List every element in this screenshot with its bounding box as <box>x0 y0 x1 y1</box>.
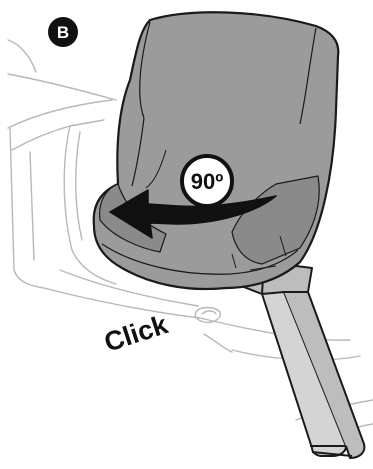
seat-shell <box>94 12 339 289</box>
child-car-seat <box>94 12 339 289</box>
step-badge-label: B <box>57 23 69 42</box>
angle-badge: 90º <box>182 156 232 206</box>
click-label: Click <box>101 309 173 358</box>
angle-label: 90º <box>191 169 224 194</box>
support-leg <box>236 262 364 458</box>
step-badge: B <box>48 17 78 47</box>
